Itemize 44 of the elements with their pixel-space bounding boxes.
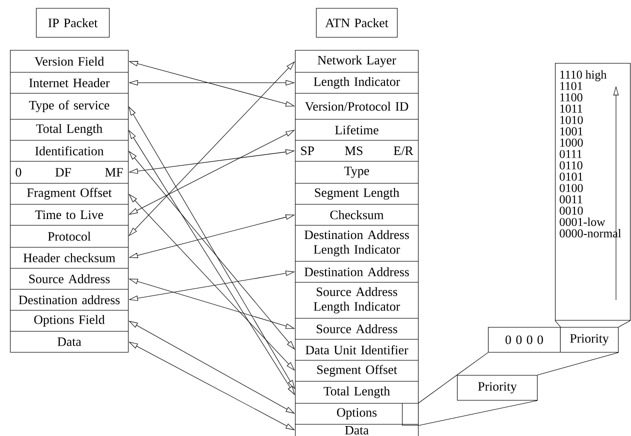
- field-cell: Lifetime: [295, 119, 419, 141]
- bits-box: 0 0 0 0: [488, 327, 561, 353]
- highlight-box: [402, 403, 419, 426]
- title-box: ATN Packet: [316, 8, 398, 38]
- field-cell: Time to Live: [10, 204, 129, 226]
- field-cell: Type of service: [10, 93, 129, 120]
- connector-line: [618, 320, 631, 328]
- field-cell: Protocol: [10, 225, 129, 248]
- connector-line: [537, 352, 619, 376]
- priority-box: Priority: [560, 327, 619, 353]
- field-cell: Data: [10, 331, 129, 353]
- field-cell: Type: [295, 161, 419, 184]
- field-cell: Identification: [10, 140, 129, 162]
- field-cell: Fragment Offset: [10, 183, 129, 205]
- field-cell: Version/Protocol ID: [295, 93, 419, 120]
- field-cell: Data: [295, 424, 419, 436]
- field-cell: Total Length: [10, 119, 129, 141]
- connector-line: [554, 320, 561, 328]
- connector-line: [418, 374, 458, 404]
- field-cell: Segment Offset: [295, 360, 419, 382]
- field-cell: Checksum: [295, 204, 419, 226]
- field-cell: SP MS E/R: [295, 140, 419, 162]
- value-list-box: 1110 high 1101 1100 1011 1010 1001 1000 0111 0110 0101 0100 0011 0010 0001-low 0000-normal: [555, 63, 631, 321]
- field-cell: 0 DF MF: [10, 161, 129, 184]
- field-cell: Source Address Length Indicator: [295, 282, 419, 319]
- field-cell: Total Length: [295, 381, 419, 404]
- field-cell: Segment Length: [295, 183, 419, 205]
- field-cell: Version Field: [10, 50, 129, 73]
- field-cell: Destination Address Length Indicator: [295, 225, 419, 262]
- field-cell: Destination address: [10, 289, 129, 311]
- field-cell: Options: [295, 403, 419, 425]
- field-cell: Data Unit Identifier: [295, 339, 419, 361]
- field-cell: Options Field: [10, 310, 129, 332]
- field-cell: Length Indicator: [295, 72, 419, 94]
- field-cell: Source Address: [10, 268, 129, 290]
- field-cell: Internet Header: [10, 72, 129, 94]
- field-cell: Network Layer: [295, 50, 419, 73]
- connector-line: [418, 400, 538, 426]
- field-cell: Destination Address: [295, 261, 419, 283]
- field-cell: Source Address: [295, 318, 419, 340]
- title-box: IP Packet: [36, 8, 110, 38]
- priority-box: Priority: [457, 375, 538, 401]
- connector-line: [456, 352, 488, 376]
- field-cell: Header checksum: [10, 247, 129, 269]
